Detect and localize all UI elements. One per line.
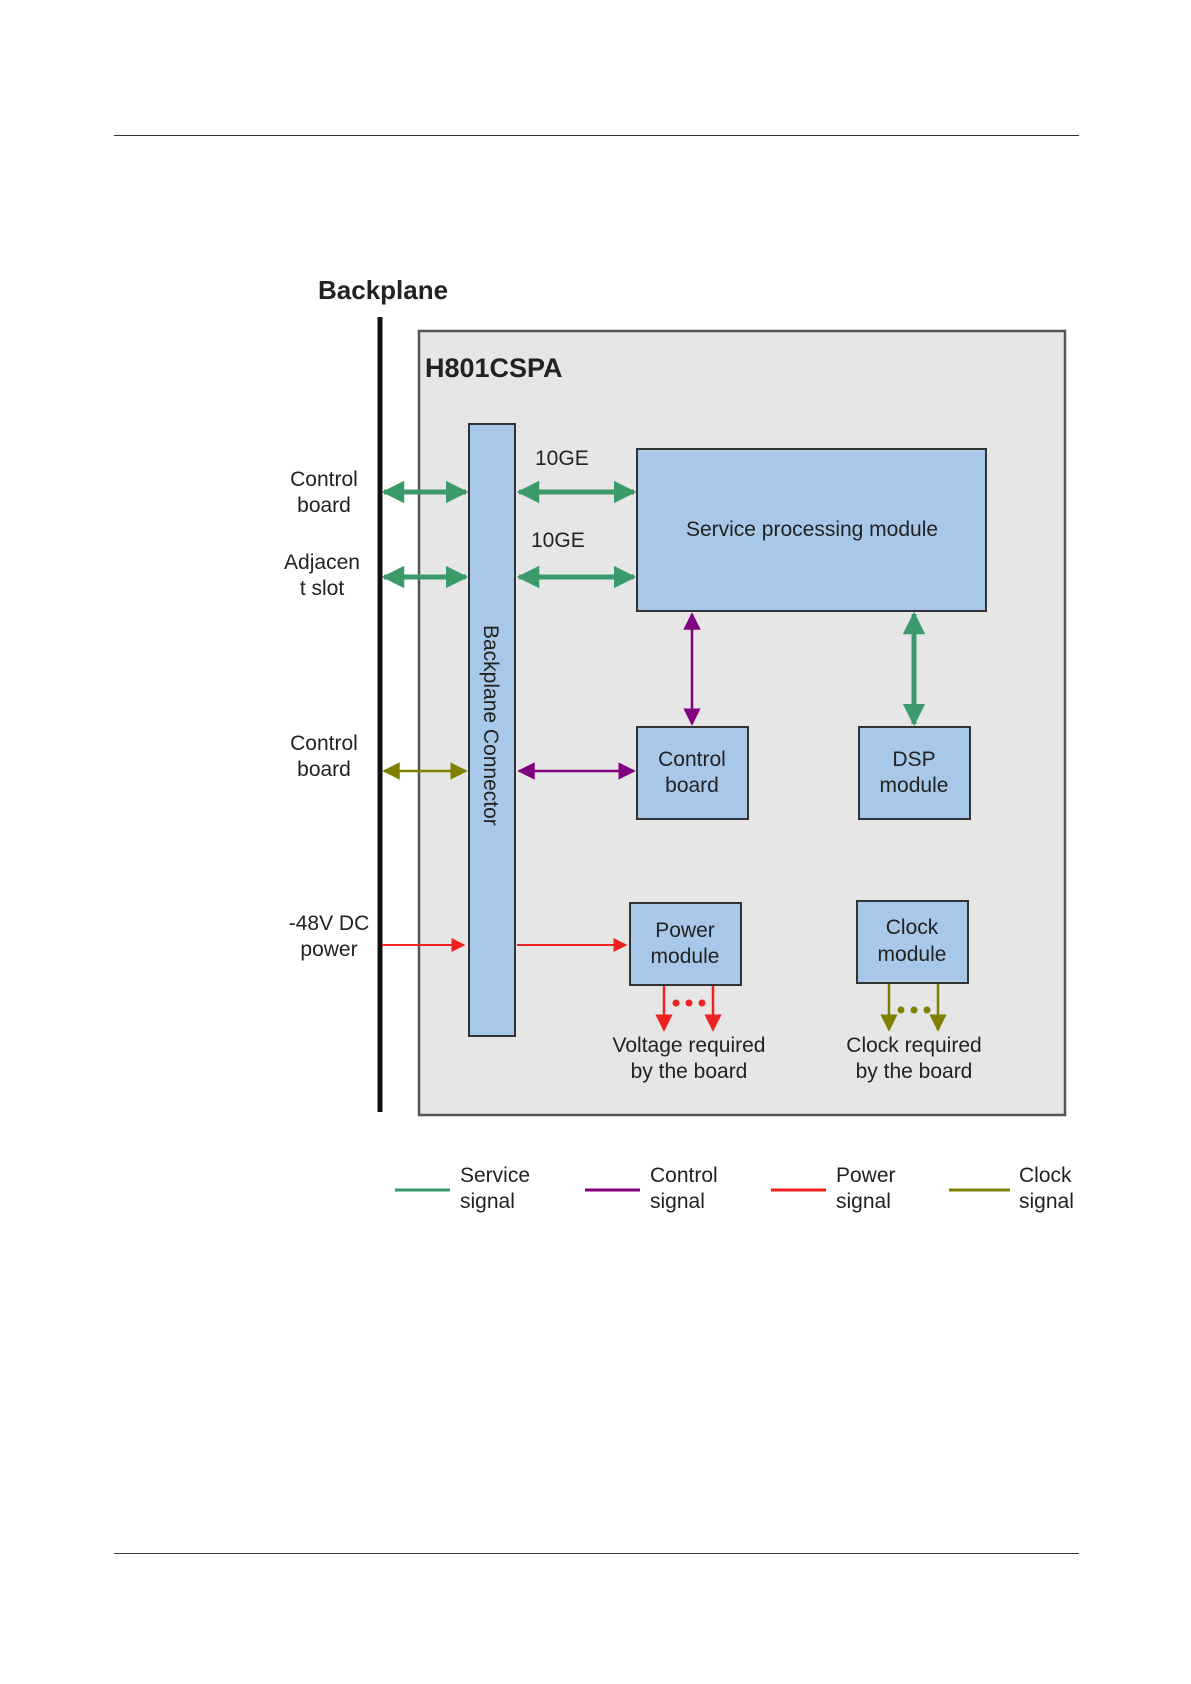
control-module-label-2: board [665, 774, 719, 797]
legend-clock-label-1: Clock [1019, 1164, 1072, 1187]
legend-control-label-1: Control [650, 1164, 718, 1187]
left-label-control-board-1b: board [297, 494, 351, 517]
connector-label: Backplane Connector [479, 625, 502, 826]
left-label-power-a: -48V DC [289, 912, 370, 935]
ge-label-top: 10GE [535, 447, 589, 470]
power-module-label-2: module [651, 945, 720, 968]
left-label-control-board-2a: Control [290, 732, 358, 755]
left-label-adjacent-slot-a: Adjacen [284, 551, 360, 574]
board-title: H801CSPA [425, 353, 563, 383]
dsp-module-label-1: DSP [892, 748, 935, 771]
ge-label-bottom: 10GE [531, 529, 585, 552]
legend-service-label-1: Service [460, 1164, 530, 1187]
voltage-output-label-1: Voltage required [613, 1034, 766, 1057]
backplane-title: Backplane [318, 275, 448, 305]
voltage-output-label-2: by the board [631, 1060, 748, 1083]
clock-output-label-1: Clock required [846, 1034, 981, 1057]
left-label-adjacent-slot-b: t slot [300, 577, 345, 600]
dsp-module [859, 727, 970, 819]
clock-output-dot [898, 1007, 905, 1014]
control-module-label-1: Control [658, 748, 726, 771]
legend: Service signal Control signal Power sign… [395, 1164, 1074, 1213]
legend-service-label-2: signal [460, 1190, 515, 1213]
power-output-dot [673, 1000, 680, 1007]
clock-output-dot [911, 1007, 918, 1014]
power-output-dot [699, 1000, 706, 1007]
dsp-module-label-2: module [880, 774, 949, 797]
power-output-dot [686, 1000, 693, 1007]
control-board-module [637, 727, 748, 819]
legend-control-label-2: signal [650, 1190, 705, 1213]
power-module [630, 903, 741, 985]
clock-module-label-1: Clock [886, 916, 939, 939]
clock-module [857, 901, 968, 983]
clock-module-label-2: module [878, 943, 947, 966]
left-label-control-board-1a: Control [290, 468, 358, 491]
power-module-label-1: Power [655, 919, 715, 942]
legend-clock-label-2: signal [1019, 1190, 1074, 1213]
left-label-control-board-2b: board [297, 758, 351, 781]
clock-output-dot [924, 1007, 931, 1014]
legend-power-label-1: Power [836, 1164, 896, 1187]
service-module-label: Service processing module [686, 518, 938, 541]
legend-power-label-2: signal [836, 1190, 891, 1213]
left-label-power-b: power [300, 938, 357, 961]
clock-output-label-2: by the board [856, 1060, 973, 1083]
